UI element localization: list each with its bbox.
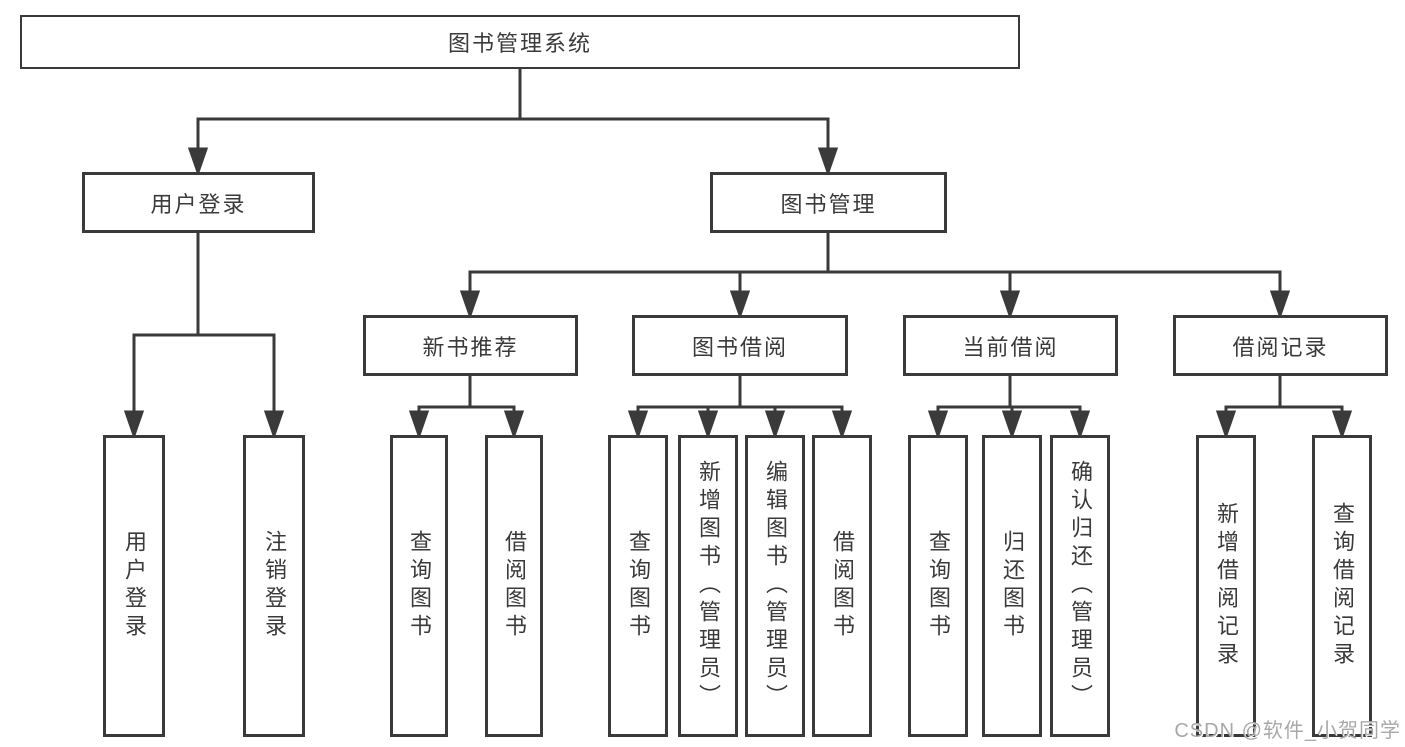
leaf-logout: 注销登录 (243, 435, 305, 737)
leaf-confirm-return-admin: 确认归还（管理员） (1050, 435, 1110, 737)
leaf-return-books: 归还图书 (982, 435, 1042, 737)
leaf-borrow-books-recommend: 借阅图书 (485, 435, 543, 737)
leaf-edit-books-admin: 编辑图书（管理员） (745, 435, 805, 737)
node-borrowing-records: 借阅记录 (1173, 315, 1388, 376)
leaf-user-login: 用户登录 (103, 435, 165, 737)
node-book-management: 图书管理 (710, 172, 947, 233)
leaf-borrow-books: 借阅图书 (812, 435, 872, 737)
leaf-query-books-current: 查询图书 (908, 435, 968, 737)
node-current-borrowing: 当前借阅 (903, 315, 1118, 376)
node-book-borrowing: 图书借阅 (632, 315, 848, 376)
leaf-add-books-admin: 新增图书（管理员） (678, 435, 738, 737)
leaf-query-borrow-record: 查询借阅记录 (1312, 435, 1372, 737)
csdn-watermark: CSDN @软件_小贺同学 (1174, 720, 1401, 742)
leaf-add-borrow-record: 新增借阅记录 (1196, 435, 1256, 737)
node-user-login: 用户登录 (82, 172, 315, 233)
node-new-book-recommend: 新书推荐 (363, 315, 578, 376)
leaf-query-books-recommend: 查询图书 (390, 435, 448, 737)
leaf-query-books-borrowing: 查询图书 (608, 435, 668, 737)
node-root-library-system: 图书管理系统 (20, 15, 1020, 69)
